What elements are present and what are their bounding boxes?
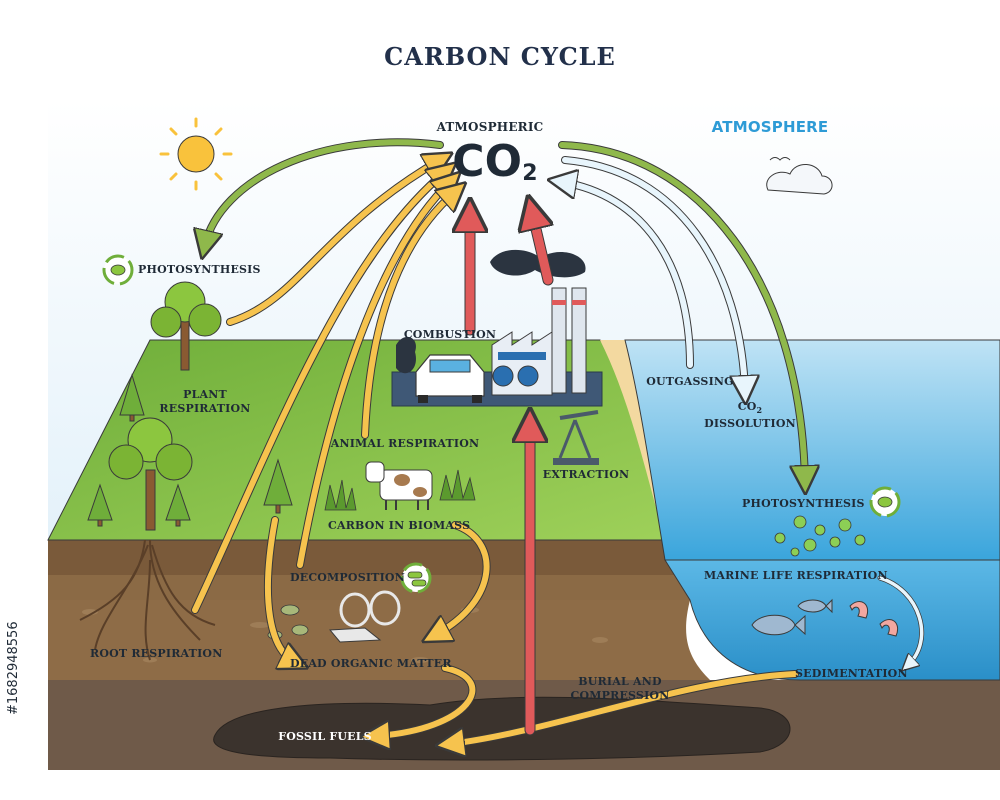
stock-watermark-id: #1682948556 — [6, 621, 21, 715]
label-co2-dissolution-line2: DISSOLUTION — [704, 417, 796, 431]
ocean — [624, 339, 1000, 681]
trees — [87, 281, 293, 531]
label-co2-dissolution: CO2 DISSOLUTION — [700, 400, 800, 431]
arrow-plant-respiration — [227, 160, 440, 325]
label-outgassing: OUTGASSING — [646, 375, 734, 388]
label-combustion: COMBUSTION — [403, 328, 497, 341]
diagram-title: CARBON CYCLE — [384, 42, 616, 71]
tree-medium-icon — [108, 417, 193, 531]
label-co2-dissolution-sub: 2 — [756, 405, 763, 416]
recycle-leaf-ocean-icon — [869, 486, 901, 518]
shrimp-icon — [849, 601, 898, 637]
cow-icon — [365, 461, 433, 510]
label-decomposition: DECOMPOSITION — [290, 571, 405, 584]
label-co2-dissolution-main: CO — [737, 400, 757, 413]
label-animal-respiration: ANIMAL RESPIRATION — [330, 437, 480, 450]
label-plant-respiration-line2: RESPIRATION — [159, 402, 251, 415]
co2-label: CO2 — [430, 138, 560, 198]
co2-main: CO — [452, 136, 523, 187]
arrow-burial-compression — [450, 671, 798, 744]
tree-roots — [79, 539, 216, 661]
label-dead-organic-matter: DEAD ORGANIC MATTER — [290, 657, 452, 670]
label-burial-line2: COMPRESSION — [570, 689, 670, 702]
bacteria-icon — [400, 562, 432, 594]
atmosphere-label: ATMOSPHERE — [711, 118, 829, 136]
grass-tufts — [324, 469, 476, 511]
label-burial-line1: BURIAL AND — [578, 675, 662, 688]
co2-subscript: 2 — [522, 161, 538, 186]
industrial-site — [391, 249, 603, 465]
arrow-combustion-factory — [532, 212, 548, 285]
label-plant-respiration: PLANT RESPIRATION — [150, 388, 260, 416]
factory-icon — [491, 287, 587, 396]
arrow-sedimentation — [878, 576, 924, 665]
car-icon — [415, 354, 485, 403]
arrow-photosynthesis-land — [205, 139, 443, 245]
cloud-icon — [766, 157, 833, 195]
label-extraction: EXTRACTION — [542, 468, 630, 481]
label-photosynthesis-ocean: PHOTOSYNTHESIS — [742, 497, 865, 510]
arrow-co2-dissolution — [562, 157, 745, 390]
arrow-animal-respiration — [362, 192, 455, 438]
cycle-arrows — [191, 138, 925, 744]
label-carbon-in-biomass: CARBON IN BIOMASS — [328, 519, 471, 532]
arrow-root-respiration — [192, 172, 445, 613]
fish-icon — [751, 598, 833, 636]
sun-icon — [159, 117, 233, 191]
arrow-decomposition — [297, 182, 450, 568]
label-root-respiration: ROOT RESPIRATION — [90, 647, 223, 660]
label-photosynthesis-land: PHOTOSYNTHESIS — [138, 263, 261, 276]
pine-tree-icons — [87, 373, 293, 527]
tree-large-icon — [150, 281, 222, 371]
arrow-photosynthesis-ocean — [559, 142, 805, 480]
label-co2-dissolution-line1: CO2 — [700, 400, 800, 417]
label-marine-life-respiration: MARINE LIFE RESPIRATION — [704, 569, 888, 582]
smoke-cloud-icon — [396, 249, 586, 374]
label-sedimentation: SEDIMENTATION — [795, 667, 908, 680]
label-burial-compression: BURIAL AND COMPRESSION — [570, 675, 670, 703]
recycle-leaf-icon — [102, 254, 134, 286]
label-fossil-fuels: FOSSIL FUELS — [278, 730, 372, 743]
label-plant-respiration-line1: PLANT — [183, 388, 227, 401]
arrow-outgassing — [562, 182, 693, 368]
co2-prefix-label: ATMOSPHERIC — [436, 120, 544, 134]
fossil-fuel-deposit — [213, 696, 791, 761]
oil-pump-icon — [553, 410, 599, 465]
marine-life-icons — [751, 515, 898, 637]
